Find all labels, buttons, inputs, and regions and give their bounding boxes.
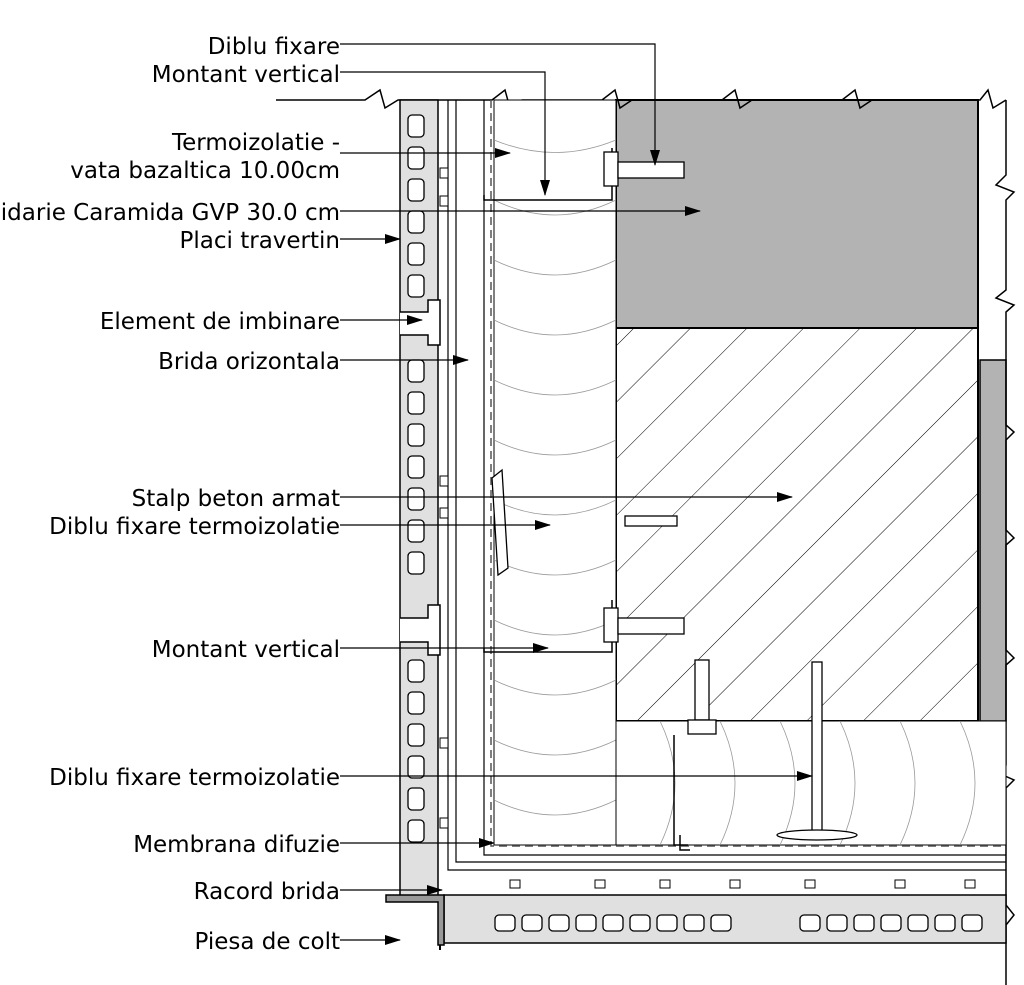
top-break-line bbox=[276, 88, 1007, 110]
label-stalp-beton: Stalp beton armat bbox=[132, 486, 340, 512]
label-placi-travertin: Placi travertin bbox=[180, 228, 340, 254]
insulation-pattern bbox=[493, 139, 617, 816]
label-montant-vertical-bottom: Montant vertical bbox=[152, 637, 340, 663]
right-break-line bbox=[994, 100, 1016, 985]
callout-labels: Diblu fixare Montant vertical Termoizola… bbox=[0, 34, 340, 955]
leader-montant-top bbox=[340, 71, 550, 196]
label-diblu-termo-1: Diblu fixare termoizolatie bbox=[49, 514, 340, 540]
label-racord-brida: Racord brida bbox=[194, 879, 340, 905]
cladding-slots-vertical bbox=[407, 114, 425, 843]
insulation-vertical bbox=[493, 99, 617, 846]
cladding-slots-horizontal bbox=[494, 914, 983, 932]
label-termoizolatie-2: vata bazaltica 10.00cm bbox=[70, 158, 340, 184]
leader-diblu-fixare bbox=[340, 43, 660, 166]
label-element-imbinare: Element de imbinare bbox=[100, 309, 340, 335]
label-diblu-termo-2: Diblu fixare termoizolatie bbox=[49, 765, 340, 791]
corner-piece bbox=[385, 894, 445, 946]
leader-lines bbox=[340, 43, 813, 945]
side-wall-strip bbox=[979, 359, 1007, 722]
masonry-wall bbox=[615, 99, 979, 329]
profile-lines bbox=[447, 100, 1006, 871]
label-termoizolatie-1: Termoizolatie - bbox=[171, 130, 340, 156]
insulation-pattern-h bbox=[659, 720, 976, 846]
label-membrana: Membrana difuzie bbox=[133, 832, 340, 858]
label-diblu-fixare: Diblu fixare bbox=[208, 34, 340, 60]
anchors bbox=[491, 151, 858, 841]
label-brida-orizontala: Brida orizontala bbox=[158, 349, 340, 375]
label-piesa-colt: Piesa de colt bbox=[195, 929, 340, 955]
label-montant-vertical-top: Montant vertical bbox=[152, 62, 340, 88]
label-zidarie: Zidarie Caramida GVP 30.0 cm bbox=[0, 200, 340, 226]
insulation-horizontal bbox=[615, 720, 1007, 846]
fasteners bbox=[439, 167, 976, 889]
